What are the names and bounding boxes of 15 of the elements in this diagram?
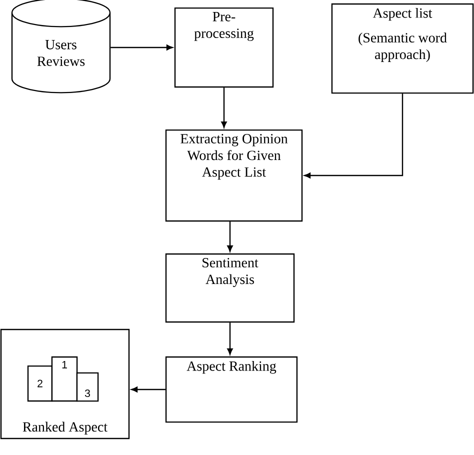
podium-block: 3	[76, 372, 99, 402]
arrow	[221, 88, 227, 128]
arrow	[110, 44, 173, 50]
process-box: Extracting Opinion Words for Given Aspect List	[165, 129, 303, 222]
podium-block: 2	[27, 365, 53, 402]
arrow	[227, 222, 233, 252]
process-box: Pre-processing	[174, 7, 274, 88]
arrow	[304, 94, 404, 178]
arrow	[131, 386, 166, 392]
database-cylinder: Users Reviews	[11, 0, 111, 94]
process-box: Aspect Ranking	[165, 356, 298, 423]
input-box: Aspect list (Semantic word approach)	[331, 3, 474, 94]
podium-block: 1	[51, 356, 78, 402]
process-box: Sentiment Analysis	[165, 253, 295, 323]
arrow	[227, 322, 233, 355]
